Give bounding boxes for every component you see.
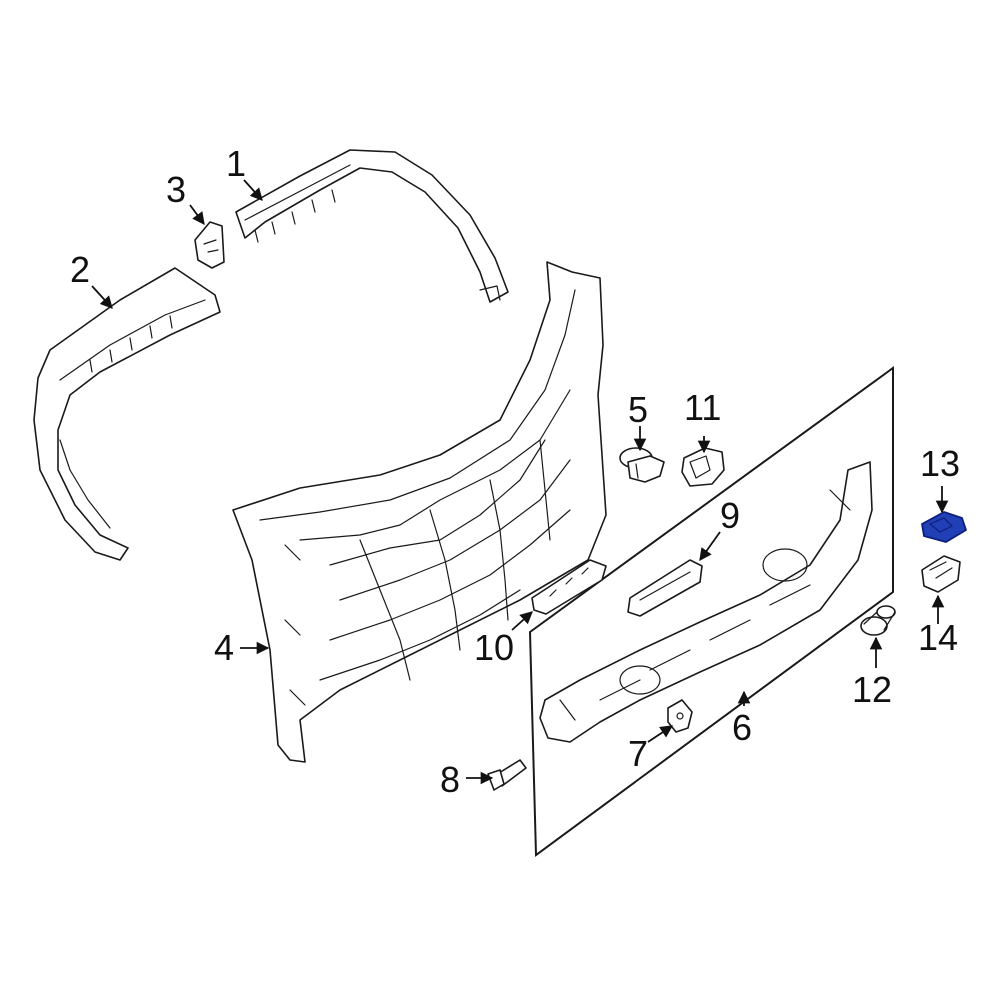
callout-6: 6: [732, 707, 752, 748]
callout-12: 12: [852, 669, 892, 710]
callout-14: 14: [918, 617, 958, 658]
part-2-pillar-garnish[interactable]: [33, 267, 221, 561]
leader-7: [647, 725, 674, 743]
leader-10: [511, 611, 533, 631]
callout-4: 4: [214, 627, 234, 668]
part-13-bracket-highlighted[interactable]: [921, 511, 967, 543]
callout-13: 13: [920, 443, 960, 484]
leader-3: [189, 204, 205, 226]
part-4-liftgate-trim-panel[interactable]: [232, 261, 607, 763]
part-12-grommet[interactable]: [860, 605, 896, 636]
assembly-6-frame: [528, 366, 894, 857]
callout-7: 7: [628, 733, 648, 774]
part-8-screw[interactable]: [487, 759, 527, 791]
callout-2: 2: [70, 249, 90, 290]
part-3-bracket[interactable]: [194, 221, 225, 269]
callout-9: 9: [720, 495, 740, 536]
part-11-clip[interactable]: [681, 447, 725, 487]
callout-8: 8: [440, 759, 460, 800]
leader-arrows: [91, 179, 949, 785]
part-6-lower-trim-panel[interactable]: [539, 461, 873, 743]
part-5-push-clip[interactable]: [619, 447, 665, 483]
part-14-retainer[interactable]: [921, 555, 961, 593]
leader-1: [243, 179, 263, 201]
callout-11: 11: [684, 387, 721, 428]
callout-5: 5: [628, 389, 648, 430]
part-10-bracket[interactable]: [531, 559, 607, 615]
leader-2: [91, 285, 113, 309]
part-7-nut-clip[interactable]: [667, 699, 693, 733]
callout-1: 1: [226, 143, 246, 184]
leader-9: [699, 531, 721, 562]
callout-labels: 1 2 3 4 5 6 7 8 9 10 11 12 13 14: [70, 143, 960, 800]
part-1-upper-garnish[interactable]: [235, 149, 509, 303]
callout-3: 3: [166, 169, 186, 210]
callout-10: 10: [474, 627, 514, 668]
part-9-insert[interactable]: [627, 559, 703, 617]
